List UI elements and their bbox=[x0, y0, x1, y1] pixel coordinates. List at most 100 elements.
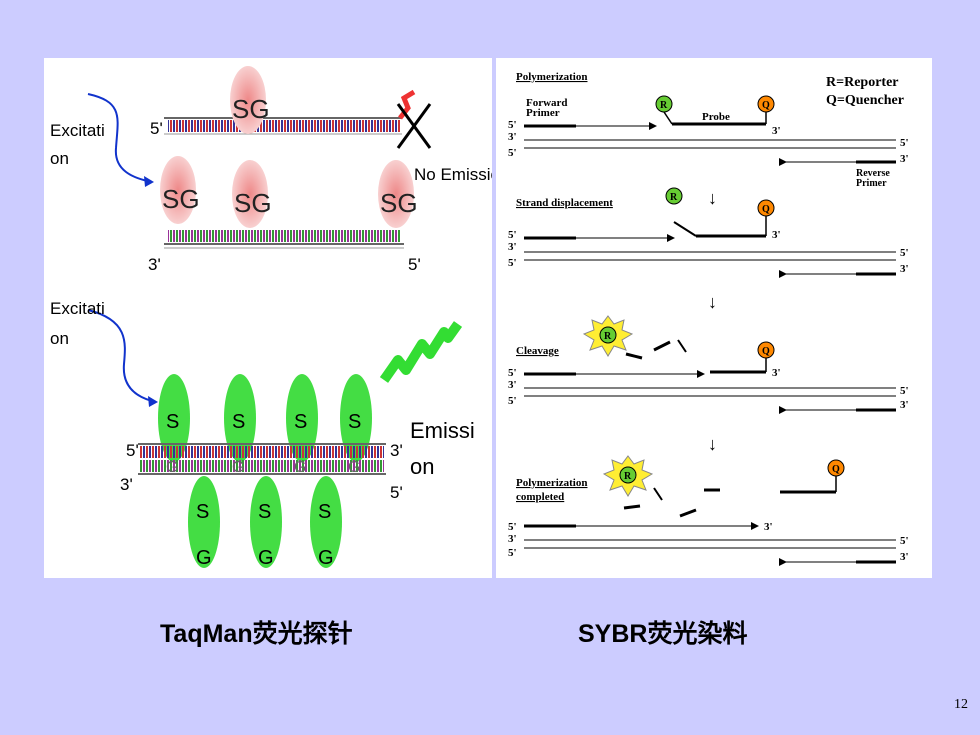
forward-primer-label-b: Primer bbox=[526, 107, 560, 119]
svg-text:5': 5' bbox=[508, 257, 517, 269]
g-label-7: G bbox=[318, 547, 334, 569]
g-label-top-3: G bbox=[294, 459, 306, 476]
step-arrow-3: ↓ bbox=[708, 434, 717, 454]
svg-text:3': 3' bbox=[764, 521, 773, 533]
no-emission-cross-2 bbox=[396, 103, 432, 149]
svg-text:3': 3' bbox=[772, 229, 781, 241]
right-diagram-panel: R=Reporter Q=Quencher Polymerization For… bbox=[496, 58, 932, 578]
legend-reporter: R=Reporter bbox=[826, 75, 899, 90]
excitation-label-2a: Excitati bbox=[50, 299, 105, 318]
svg-text:3': 3' bbox=[900, 399, 909, 411]
s-label-1: S bbox=[166, 411, 179, 433]
s-label-2: S bbox=[232, 411, 245, 433]
svg-text:Q: Q bbox=[762, 204, 770, 215]
reverse-primer-label-b: Primer bbox=[856, 178, 887, 189]
sg-dye-blob-3 bbox=[232, 160, 268, 228]
excitation-arrowhead-1 bbox=[144, 176, 154, 187]
step4-title-b: completed bbox=[516, 491, 564, 503]
excitation-label-1a: Excitati bbox=[50, 121, 105, 140]
svg-text:R: R bbox=[604, 331, 612, 342]
s-label-7: S bbox=[318, 501, 331, 523]
reporter-4 bbox=[619, 466, 637, 484]
svg-text:3': 3' bbox=[900, 551, 909, 563]
svg-text:Q: Q bbox=[762, 100, 770, 111]
g-label-top-1: G bbox=[166, 459, 178, 476]
svg-text:3': 3' bbox=[900, 263, 909, 275]
sg-green-top-4 bbox=[340, 374, 372, 462]
sg-green-top-3 bbox=[286, 374, 318, 462]
svg-text:5': 5' bbox=[508, 395, 517, 407]
s-label-3: S bbox=[294, 411, 307, 433]
svg-text:5': 5' bbox=[900, 535, 909, 547]
svg-text:5': 5' bbox=[508, 119, 517, 131]
emission-label-b: on bbox=[410, 454, 434, 479]
svg-text:3': 3' bbox=[508, 241, 517, 253]
g-label-5: G bbox=[196, 547, 212, 569]
svg-text:3': 3' bbox=[508, 533, 517, 545]
sg-dye-label-2: SG bbox=[162, 184, 200, 214]
step3-title: Cleavage bbox=[516, 345, 559, 357]
base-ticks-top bbox=[168, 120, 400, 132]
svg-text:3': 3' bbox=[772, 367, 781, 379]
svg-text:3': 3' bbox=[772, 125, 781, 137]
excitation-arrow-2 bbox=[87, 309, 157, 403]
svg-text:3': 3' bbox=[508, 379, 517, 391]
emission-squiggle bbox=[379, 321, 463, 383]
sg-dye-blob-1 bbox=[230, 66, 266, 134]
slide-number: 12 bbox=[954, 697, 968, 712]
ds-end-5: 5' bbox=[126, 441, 139, 460]
svg-text:5': 5' bbox=[900, 385, 909, 397]
sg-green-top-1 bbox=[158, 374, 190, 462]
step1-title: Polymerization bbox=[516, 71, 587, 83]
ds-ticks-top bbox=[140, 446, 384, 458]
reverse-primer-label-a: Reverse bbox=[856, 168, 890, 179]
svg-text:R: R bbox=[670, 192, 678, 203]
svg-text:5': 5' bbox=[508, 147, 517, 159]
svg-text:5': 5' bbox=[508, 229, 517, 241]
g-label-top-2: G bbox=[232, 459, 244, 476]
step-arrow-1: ↓ bbox=[708, 188, 717, 208]
g-label-top-4: G bbox=[348, 459, 360, 476]
sg-green-bottom-3 bbox=[310, 476, 342, 568]
base-ticks-bottom bbox=[168, 230, 400, 242]
strand-end-5: 5' bbox=[150, 119, 163, 138]
excitation-label-1b: on bbox=[50, 149, 69, 168]
svg-text:R: R bbox=[624, 471, 632, 482]
strand-end-5b: 5' bbox=[408, 255, 421, 274]
reporter-3 bbox=[599, 326, 617, 344]
ds-end-3b: 3' bbox=[120, 475, 133, 494]
sg-green-top-2 bbox=[224, 374, 256, 462]
svg-text:5': 5' bbox=[508, 521, 517, 533]
svg-text:3': 3' bbox=[900, 153, 909, 165]
svg-text:5': 5' bbox=[900, 137, 909, 149]
sg-green-bottom-2 bbox=[250, 476, 282, 568]
sg-dye-blob-2 bbox=[160, 156, 196, 224]
ds-ticks-bottom bbox=[140, 460, 384, 472]
svg-text:5': 5' bbox=[508, 547, 517, 559]
sg-green-bottom-1 bbox=[188, 476, 220, 568]
probe-label: Probe bbox=[702, 111, 730, 123]
ds-end-3: 3' bbox=[390, 441, 403, 460]
step2-title: Strand displacement bbox=[516, 197, 613, 209]
right-diagram: R=Reporter Q=Quencher Polymerization For… bbox=[508, 71, 909, 566]
step4-title-a: Polymerization bbox=[516, 477, 587, 489]
caption-sybr: SYBR荧光染料 bbox=[578, 620, 748, 648]
excitation-arrow-1 bbox=[87, 93, 153, 183]
s-label-4: S bbox=[348, 411, 361, 433]
strand-end-3: 3' bbox=[148, 255, 161, 274]
reporter-2 bbox=[665, 187, 683, 205]
sg-dye-label-3: SG bbox=[234, 188, 272, 218]
excitation-label-2b: on bbox=[50, 329, 69, 348]
step-arrow-2: ↓ bbox=[708, 292, 717, 312]
svg-text:Q: Q bbox=[762, 346, 770, 357]
svg-text:3': 3' bbox=[508, 131, 517, 143]
svg-text:R: R bbox=[660, 100, 668, 111]
ds-end-5b: 5' bbox=[390, 483, 403, 502]
svg-text:Q: Q bbox=[832, 464, 840, 475]
s-label-5: S bbox=[196, 501, 209, 523]
emission-label-a: Emissi bbox=[410, 418, 475, 443]
sg-dye-blob-4 bbox=[378, 160, 414, 228]
